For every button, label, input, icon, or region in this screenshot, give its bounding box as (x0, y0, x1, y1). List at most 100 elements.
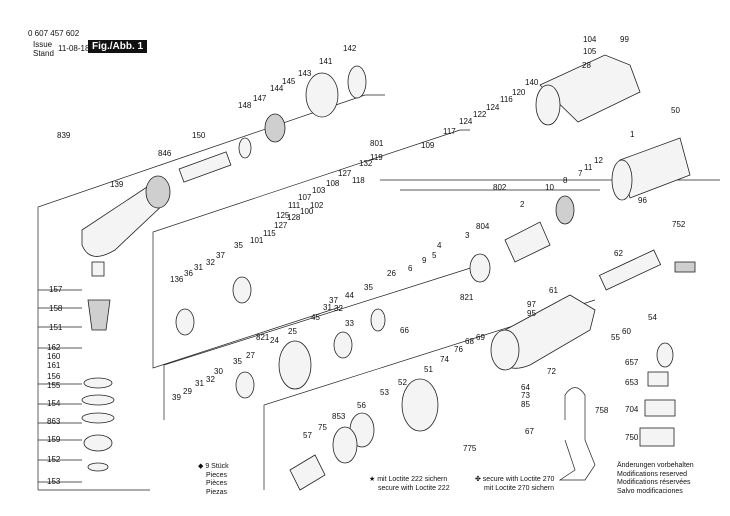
pn-53: 53 (380, 388, 389, 397)
pn-153: 153 (47, 477, 61, 486)
pn-148: 148 (238, 101, 252, 110)
pn-97: 97 (527, 300, 536, 309)
part-shapes (81, 54, 696, 491)
pn-35b: 35 (364, 283, 373, 292)
pn-56: 56 (357, 401, 366, 410)
housing-28-end (535, 84, 561, 126)
pn-122: 122 (473, 110, 487, 119)
pn-839: 839 (57, 131, 71, 140)
pn-33: 33 (345, 319, 354, 328)
pn-8: 8 (563, 176, 568, 185)
legend-pieces-es: Piezas (206, 488, 228, 496)
pn-37b: 37 (329, 296, 338, 305)
pn-62: 62 (614, 249, 623, 258)
collar-143 (264, 113, 286, 143)
pn-161: 161 (47, 361, 61, 370)
legend-pieces: ◆ 9 Stück Pieces Pièces Piezas (198, 463, 229, 497)
silencer-653 (647, 371, 669, 387)
pn-104: 104 (583, 35, 597, 44)
pn-657: 657 (625, 358, 639, 367)
pn-11: 11 (584, 163, 593, 172)
pn-44: 44 (345, 291, 354, 300)
gear-25 (278, 340, 312, 390)
pn-64: 64 (521, 383, 530, 392)
pn-32c: 32 (206, 375, 215, 384)
pn-846: 846 (158, 149, 172, 158)
legend-pieces-fr: Pièces (206, 480, 228, 487)
pn-140: 140 (525, 78, 539, 87)
pn-109: 109 (421, 141, 435, 150)
pn-821b: 821 (256, 333, 270, 342)
pn-804: 804 (476, 222, 490, 231)
ring-136 (175, 308, 195, 336)
pn-12: 12 (594, 156, 603, 165)
pn-132: 132 (359, 159, 373, 168)
pn-103: 103 (312, 186, 326, 195)
pn-76: 76 (454, 345, 463, 354)
pn-7: 7 (578, 169, 583, 178)
legend-mod-fr: Modifications réservées (617, 479, 691, 486)
pn-68: 68 (465, 337, 474, 346)
sleeve-157 (91, 261, 105, 277)
ring-142 (347, 65, 367, 99)
pn-60: 60 (622, 327, 631, 336)
pn-750: 750 (625, 433, 639, 442)
muffler-62 (598, 249, 662, 291)
pn-69: 69 (476, 333, 485, 342)
legend-loctite-270-en: ✤ secure with Loctite 270 (475, 476, 555, 483)
angle-head-housing (81, 184, 169, 257)
legend-loctite-222-en: secure with Loctite 222 (378, 484, 450, 492)
nut-152 (83, 434, 113, 452)
pn-5: 5 (432, 251, 437, 260)
nut-141 (305, 72, 339, 118)
pn-120: 120 (512, 88, 526, 97)
pn-143: 143 (298, 69, 312, 78)
pn-32: 32 (206, 258, 215, 267)
pn-128: 128 (287, 213, 301, 222)
pn-107: 107 (298, 193, 312, 202)
pn-10: 10 (545, 183, 554, 192)
pn-752: 752 (672, 220, 686, 229)
pn-150: 150 (192, 131, 206, 140)
legend-loctite-222: ★ mit Loctite 222 sichern secure with Lo… (369, 476, 450, 493)
pn-27: 27 (246, 351, 255, 360)
pn-119: 119 (370, 153, 383, 162)
pn-75: 75 (318, 423, 327, 432)
figure-badge: Fig./Abb. 1 (88, 40, 148, 53)
part-number-labels: 104 99 105 28 142 141 143 145 144 147 14… (47, 35, 686, 486)
pn-35: 35 (234, 241, 243, 250)
pn-29: 29 (183, 387, 192, 396)
motor-housing-1-face (611, 159, 633, 201)
legend-loctite-270-de: mit Loctite 270 sichern (484, 484, 555, 492)
doc-number: 0 607 457 602 (28, 29, 80, 38)
pn-61: 61 (549, 286, 558, 295)
pn-124: 124 (486, 103, 500, 112)
pn-96: 96 (638, 196, 647, 205)
pn-124b: 124 (459, 117, 473, 126)
legend-mod-en: Modifications reserved (617, 470, 688, 478)
angle-head-nut (145, 175, 171, 209)
pn-159: 159 (47, 435, 61, 444)
ring-53 (332, 426, 358, 464)
housing-52 (401, 378, 439, 432)
pn-158: 158 (49, 304, 63, 313)
pn-4: 4 (437, 241, 442, 250)
legend-loctite-222-de: ★ mit Loctite 222 sichern (369, 476, 448, 483)
pn-52: 52 (398, 378, 407, 387)
pn-152: 152 (47, 455, 61, 464)
pn-801: 801 (370, 139, 384, 148)
pn-30: 30 (214, 367, 223, 376)
pn-853: 853 (332, 412, 346, 421)
pn-157: 157 (49, 285, 63, 294)
ring-153 (87, 462, 109, 472)
ring-35-top (232, 276, 252, 304)
pn-136: 136 (170, 275, 184, 284)
pn-9: 9 (422, 256, 427, 265)
pn-26: 26 (387, 269, 396, 278)
pn-45: 45 (311, 313, 320, 322)
pn-653: 653 (625, 378, 639, 387)
pn-704: 704 (625, 405, 639, 414)
legend-mod-de: Änderungen vorbehalten (617, 462, 694, 469)
pn-32b: 32 (334, 304, 343, 313)
legend-pieces-de: ◆ 9 Stück (198, 463, 229, 470)
